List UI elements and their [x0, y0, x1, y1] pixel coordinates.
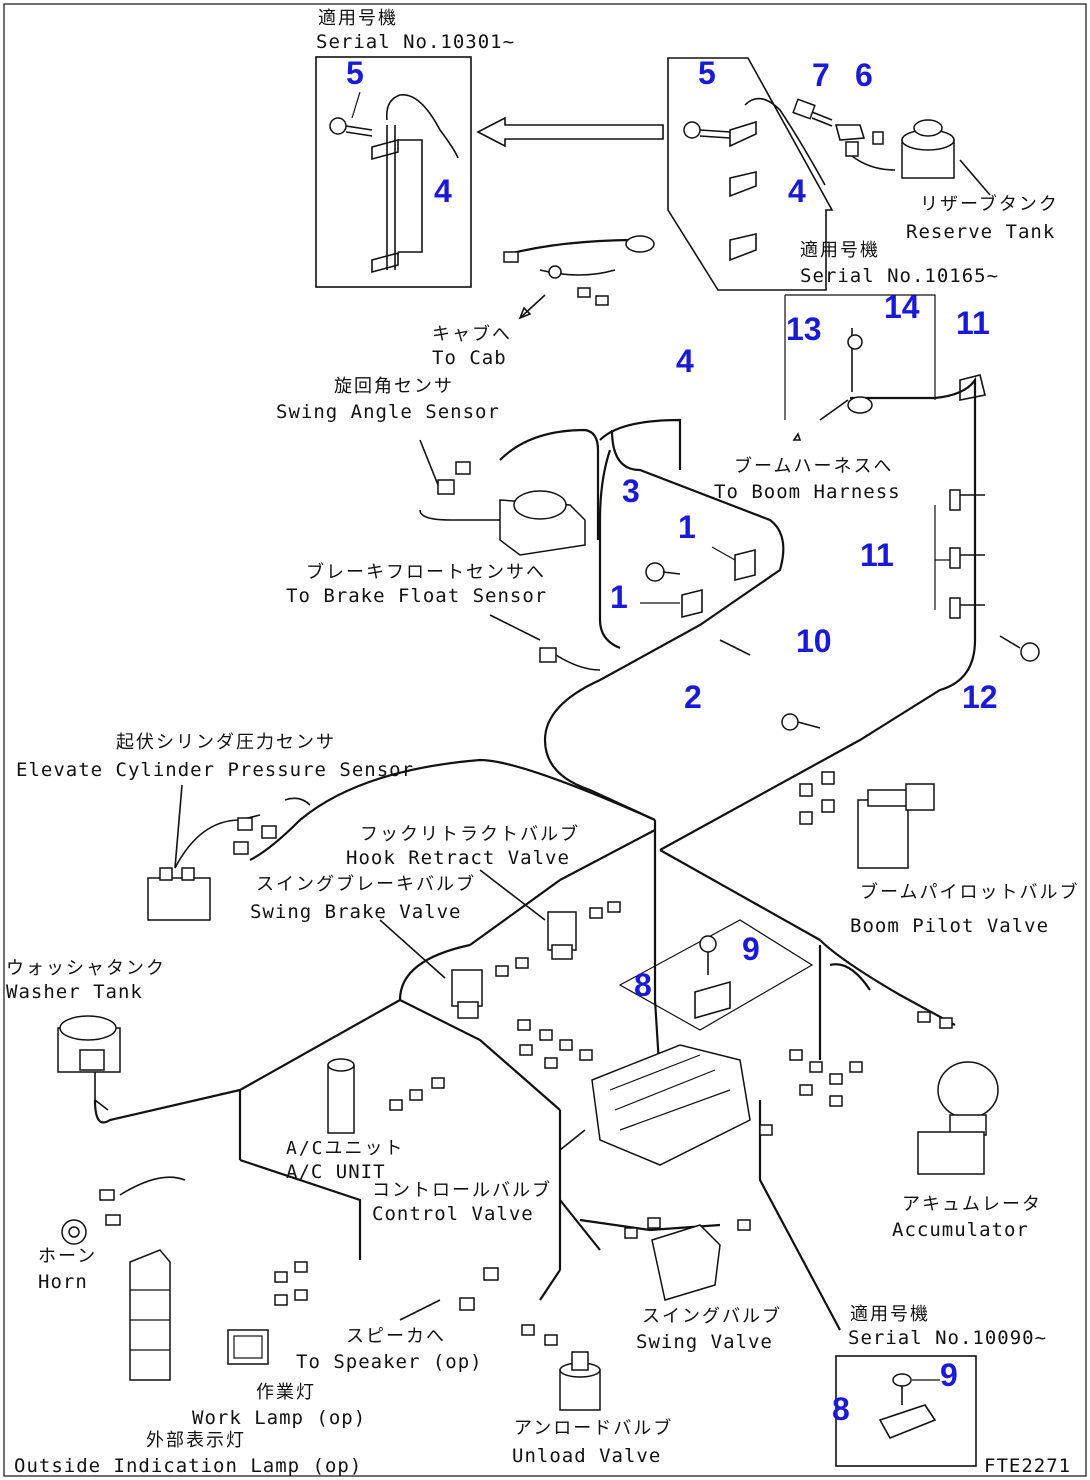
drawing-border [3, 3, 1087, 1477]
to-cab-en: To Cab [432, 347, 507, 369]
hook-retract-valve [479, 869, 621, 960]
callout-5-upper: 5 [698, 55, 716, 91]
inset-mid-serial: Serial No.10165~ [800, 265, 999, 287]
control-en: Control Valve [372, 1203, 534, 1225]
outside-jp: 外部表示灯 [146, 1430, 246, 1451]
drawing-id: FTE2271 [984, 1455, 1071, 1477]
callout-2: 2 [684, 679, 702, 715]
speaker-jp: スピーカへ [346, 1326, 446, 1347]
to-cab-jp: キャブへ [432, 323, 512, 345]
outside-en: Outside Indication Lamp (op) [14, 1455, 362, 1477]
washer-tank [57, 1015, 121, 1111]
reserve-tank-en: Reserve Tank [906, 221, 1055, 243]
elevate-jp: 起伏シリンダ圧力センサ [116, 732, 336, 753]
work-lamp-jp: 作業灯 [256, 1382, 316, 1403]
boom-pilot-valve [799, 771, 935, 869]
unload-jp: アンロードバルブ [514, 1417, 673, 1439]
inset-serial-10301: 適用号機 Serial No.10301~ [315, 8, 515, 288]
swing-valve [624, 1217, 751, 1301]
hook-jp: フックリトラクトバルブ [360, 823, 580, 845]
washer-jp: ウォッシャタンク [6, 958, 166, 979]
brake-float-en: To Brake Float Sensor [286, 585, 547, 607]
callout-12: 12 [962, 679, 998, 715]
boom-pilot-en: Boom Pilot Valve [850, 915, 1049, 937]
callout-3: 3 [622, 473, 640, 509]
horn-jp: ホーン [38, 1246, 97, 1267]
inset-mid-jp: 適用号機 [800, 240, 880, 261]
washer-en: Washer Tank [6, 981, 143, 1003]
brake-float-jp: ブレーキフロートセンサへ [306, 561, 546, 583]
ac-unit [327, 1058, 445, 1134]
inset-arrow [476, 116, 664, 148]
accum-en: Accumulator [892, 1219, 1029, 1241]
to-boom-en: To Boom Harness [714, 481, 901, 503]
callout-4-inset: 4 [434, 173, 452, 209]
inset-top-jp: 適用号機 [318, 8, 398, 29]
swing-brake-en: Swing Brake Valve [250, 901, 461, 923]
callout-6: 6 [855, 57, 873, 93]
detail-reserve-tank-area [667, 57, 991, 291]
hook-en: Hook Retract Valve [346, 847, 570, 869]
work-lamp [227, 1261, 308, 1365]
callout-11-mid: 11 [860, 537, 894, 573]
elevate-pressure-sensor [147, 784, 311, 921]
horn-en: Horn [38, 1271, 88, 1293]
inset-bottom-jp: 適用号機 [850, 1304, 930, 1325]
outside-indication-lamp [129, 1249, 171, 1381]
callout-4-upper: 4 [788, 173, 806, 209]
swing-valve-jp: スイングバルブ [642, 1305, 782, 1327]
work-lamp-en: Work Lamp (op) [192, 1407, 366, 1429]
callout-8-lower: 8 [832, 1391, 850, 1427]
callout-8-upper: 8 [634, 967, 652, 1003]
callout-14: 14 [884, 289, 920, 325]
unload-en: Unload Valve [512, 1445, 661, 1467]
swing-valve-en: Swing Valve [636, 1331, 773, 1353]
to-cab-harness [503, 235, 655, 320]
ac-jp: A/Cユニット [286, 1138, 405, 1159]
elevate-en: Elevate Cylinder Pressure Sensor [16, 759, 414, 781]
swing-brake-jp: スイングブレーキバルブ [256, 873, 476, 895]
brake-float-connector [489, 614, 601, 671]
detail-8-9-upper [618, 919, 814, 1031]
to-boom-jp: ブームハーネスへ [734, 455, 893, 477]
callout-5-inset: 5 [346, 55, 364, 91]
to-speaker-connector [399, 1267, 499, 1321]
callout-9-lower: 9 [940, 1357, 958, 1393]
swing-sensor-en: Swing Angle Sensor [276, 401, 500, 423]
control-valve [517, 1019, 863, 1166]
to-boom-harness [792, 328, 986, 640]
callout-13: 13 [786, 311, 822, 347]
callout-4-main: 4 [676, 343, 694, 379]
inset-bottom-serial: Serial No.10090~ [848, 1327, 1047, 1349]
boom-pilot-jp: ブームパイロットバルブ [860, 881, 1079, 903]
swing-brake-valve [379, 919, 529, 1019]
clamp-parts-1-3 [640, 546, 756, 656]
inset-top-serial: Serial No.10301~ [316, 31, 515, 53]
detail-8-9-lower [835, 1355, 977, 1467]
swing-sensor-jp: 旋回角センサ [334, 376, 454, 397]
horn [61, 1176, 186, 1245]
unload-valve [521, 1324, 601, 1411]
callout-1a: 1 [678, 509, 696, 545]
swing-angle-sensor [419, 428, 600, 556]
callout-9-upper: 9 [742, 931, 760, 967]
control-jp: コントロールバルブ [372, 1179, 552, 1201]
accumulator [917, 1011, 999, 1175]
callout-7: 7 [812, 57, 830, 93]
parts-10-12 [781, 635, 1040, 731]
speaker-en: To Speaker (op) [296, 1351, 483, 1373]
ac-en: A/C UNIT [286, 1161, 386, 1183]
clamps-11 [934, 489, 985, 619]
reserve-tank-jp: リザーブタンク [920, 193, 1059, 215]
accum-jp: アキュムレータ [902, 1194, 1042, 1215]
callout-10: 10 [796, 623, 832, 659]
callout-11-top: 11 [956, 305, 990, 341]
callout-1b: 1 [610, 579, 628, 615]
